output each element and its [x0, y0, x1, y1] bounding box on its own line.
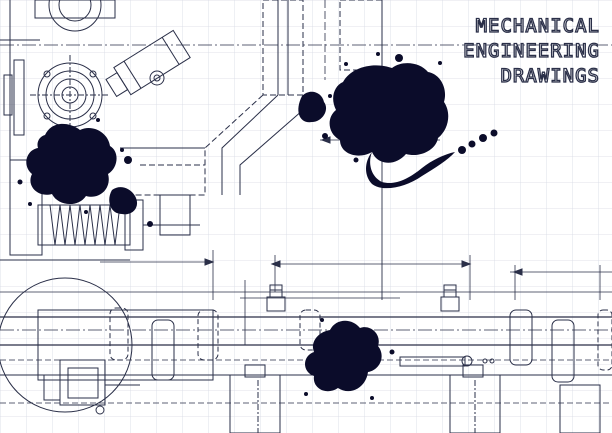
title-line-3: DRAWINGS: [500, 65, 600, 87]
title-block: MECHANICAL ENGINEERING DRAWINGS: [463, 14, 600, 87]
title-line-1: MECHANICAL: [476, 15, 600, 37]
ink-splatters: [17, 52, 498, 400]
title-line-2: ENGINEERING: [463, 40, 600, 62]
